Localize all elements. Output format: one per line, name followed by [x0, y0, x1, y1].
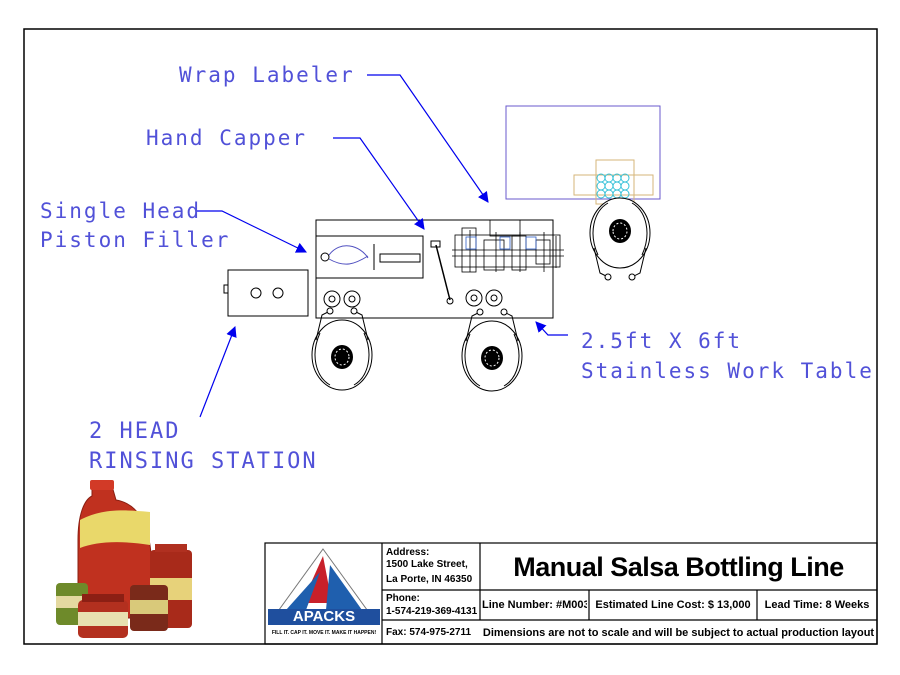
callout-rinsing-station-1: 2 HEAD: [89, 419, 181, 444]
lead-time: Lead Time: 8 Weeks: [764, 599, 870, 611]
drawing-title: Manual Salsa Bottling Line: [513, 552, 844, 582]
logo-wordmark: APACKS: [268, 609, 380, 625]
hand-capper: [435, 244, 451, 301]
callout-wrap-labeler: Wrap Labeler: [179, 63, 355, 87]
callout-work-table-1: 2.5ft X 6ft: [581, 329, 743, 353]
wrap-labeler: [452, 219, 564, 273]
operator-labeler: [589, 197, 651, 281]
callout-piston-filler-1: Single Head: [40, 199, 202, 223]
phone-label: Phone:: [386, 593, 420, 604]
line-number: Line Number: #M003: [482, 599, 587, 611]
salsa-products-image: [56, 480, 192, 638]
logo-tagline: FILL IT. CAP IT. MOVE IT. MAKE IT HAPPEN…: [271, 630, 377, 636]
address-label: Address:: [386, 547, 430, 558]
leader-arrows: [197, 74, 568, 418]
apacks-logo: [275, 548, 371, 615]
estimated-cost: Estimated Line Cost: $ 13,000: [595, 599, 751, 611]
phone-value: 1-574-219-369-4131: [386, 606, 478, 617]
disclaimer: Dimensions are not to scale and will be …: [482, 627, 875, 639]
operator-capper: [461, 308, 523, 392]
title-block: [264, 542, 878, 645]
fax: Fax: 574-975-2711: [386, 627, 472, 638]
callout-rinsing-station-2: RINSING STATION: [89, 449, 318, 474]
callout-work-table-2: Stainless Work Table: [581, 359, 874, 383]
callout-hand-capper: Hand Capper: [146, 126, 308, 150]
bottle-cluster: [596, 173, 630, 199]
operator-filler: [311, 307, 373, 391]
address-line-1: 1500 Lake Street,: [386, 559, 468, 570]
callout-piston-filler-2: Piston Filler: [40, 228, 231, 252]
piston-filler: [315, 235, 424, 279]
address-line-2: La Porte, IN 46350: [386, 574, 473, 585]
labeler-table: [505, 105, 661, 200]
rinsing-station: [227, 269, 309, 317]
